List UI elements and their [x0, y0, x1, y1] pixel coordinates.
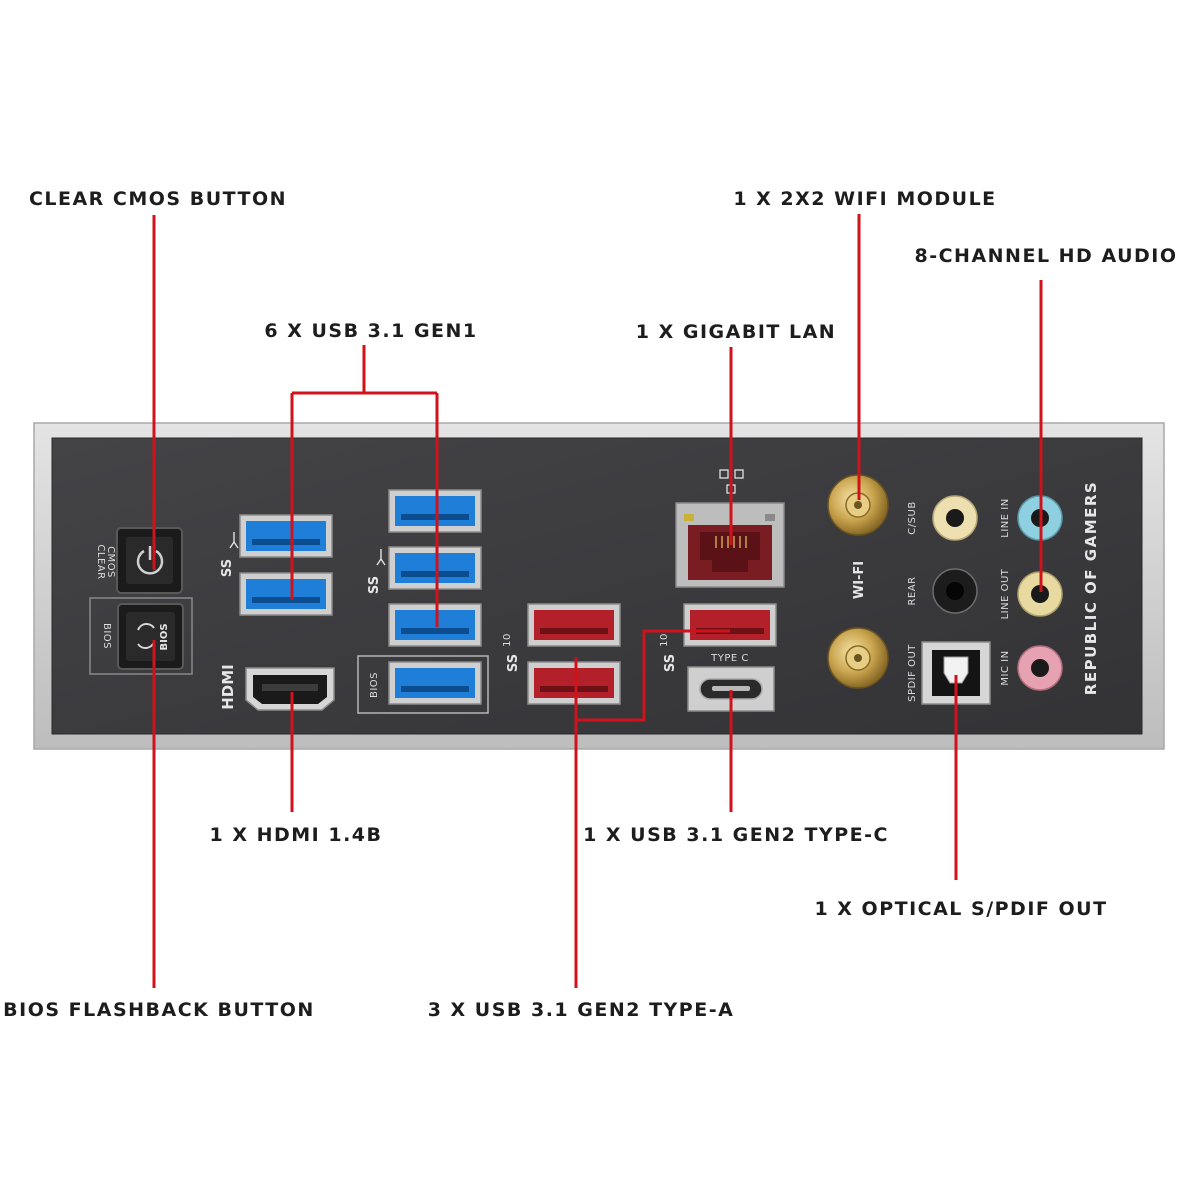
usb-gen1-port[interactable] — [239, 514, 333, 558]
bios-usb-frame — [357, 655, 489, 714]
silk-line-in: LINE IN — [1000, 498, 1011, 537]
callout-hd-audio: 8-CHANNEL HD AUDIO — [915, 245, 1178, 267]
silk-brand: REPUBLIC OF GAMERS — [1082, 481, 1100, 695]
superspeed-icon: SS 10 — [502, 633, 521, 672]
callout-usb-gen1: 6 X USB 3.1 GEN1 — [264, 320, 477, 342]
bios-flashback-button[interactable]: BIOS — [117, 603, 184, 670]
silk-mic-in: MIC IN — [1000, 650, 1011, 685]
usb-gen2-typea-port[interactable] — [527, 661, 621, 705]
silk-type-c: TYPE C — [710, 653, 749, 664]
silk-spdif-out: SPDIF OUT — [907, 644, 918, 702]
silk-line-out: LINE OUT — [1000, 568, 1011, 619]
usb-gen1-port[interactable] — [388, 546, 482, 590]
silk-wifi: WI-FI — [852, 561, 867, 599]
callout-wifi-module: 1 X 2X2 WIFI MODULE — [733, 188, 996, 210]
silk-bios-button: BIOS — [159, 623, 170, 650]
usb-gen2-typea-port[interactable] — [683, 603, 777, 647]
wifi-antenna-connector[interactable] — [827, 627, 889, 689]
silk-bios-usb: BIOS — [369, 672, 380, 698]
svg-text:SS: SS — [367, 576, 382, 594]
mic-in-jack[interactable] — [1017, 645, 1063, 691]
callout-bios-flashback: BIOS FLASHBACK BUTTON — [3, 999, 315, 1021]
silk-csub: C/SUB — [907, 501, 918, 534]
callout-gigabit-lan: 1 X GIGABIT LAN — [636, 321, 836, 343]
silk-ss10-c: 10 — [659, 633, 670, 647]
callout-usb-typec: 1 X USB 3.1 GEN2 TYPE-C — [583, 824, 889, 846]
wifi-antenna-connector[interactable] — [827, 474, 889, 536]
usb-gen1-port[interactable] — [388, 489, 482, 533]
callout-hdmi: 1 X HDMI 1.4B — [209, 824, 382, 846]
silk-hdmi: HDMI — [219, 664, 237, 710]
callout-clear-cmos: CLEAR CMOS BUTTON — [29, 188, 287, 210]
hdmi-port[interactable] — [245, 667, 335, 711]
superspeed-icon: SS — [220, 532, 239, 577]
leader-typea — [574, 629, 730, 988]
usb-gen1-port[interactable] — [388, 603, 482, 647]
svg-text:SS: SS — [663, 654, 678, 672]
superspeed-icon: SS 10 — [659, 633, 678, 672]
usb-gen1-port[interactable] — [239, 572, 333, 616]
csub-jack[interactable] — [932, 495, 978, 541]
silk-bios-side: BIOS — [101, 623, 112, 649]
svg-text:SS: SS — [220, 559, 235, 577]
superspeed-icon: SS — [367, 549, 386, 594]
leader-lines — [152, 214, 1043, 988]
usb-gen1-bios-port[interactable] — [388, 661, 482, 705]
silk-cmos: CMOS — [105, 546, 116, 578]
rear-speaker-jack[interactable] — [932, 568, 978, 614]
silk-clear: CLEAR — [95, 544, 106, 579]
usb-gen2-typea-port[interactable] — [527, 603, 621, 647]
silk-ss10-a: 10 — [502, 633, 513, 647]
clear-cmos-button[interactable] — [116, 527, 183, 594]
svg-text:SS: SS — [506, 654, 521, 672]
usb-gen2-typec-port[interactable] — [687, 666, 775, 712]
power-icon — [136, 546, 164, 575]
callout-usb-typea: 3 X USB 3.1 GEN2 TYPE-A — [428, 999, 735, 1021]
callout-spdif: 1 X OPTICAL S/PDIF OUT — [814, 898, 1107, 920]
bios-flashback-frame — [89, 597, 193, 675]
leader-usb-gen1 — [290, 345, 439, 627]
silk-rear: REAR — [907, 576, 918, 605]
